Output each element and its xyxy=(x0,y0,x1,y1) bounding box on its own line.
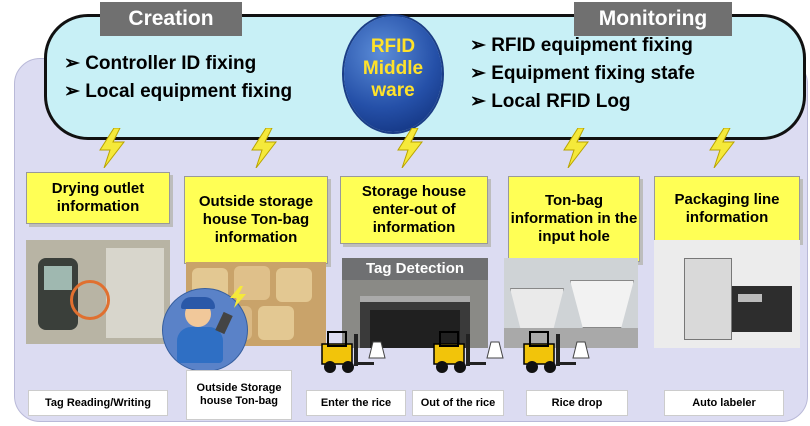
creation-item: ➢ Controller ID fixing xyxy=(64,53,257,74)
creation-tab: Creation xyxy=(100,2,242,36)
monitoring-item: ➢ Equipment fixing stafe xyxy=(470,63,695,84)
signal-spark-icon xyxy=(230,286,246,308)
caption-enter-rice: Enter the rice xyxy=(306,390,406,416)
caption-auto-labeler: Auto labeler xyxy=(664,390,784,416)
drying-outlet-info-box: Drying outlet information xyxy=(26,172,170,224)
monitoring-item: ➢ RFID equipment fixing xyxy=(470,35,693,56)
forklift-icon xyxy=(433,331,486,373)
caption-tag-reading: Tag Reading/Writing xyxy=(28,390,168,416)
globe-line-rfid: RFID xyxy=(370,36,416,57)
globe-line-middle: Middle xyxy=(362,58,424,79)
globe-line-ware: ware xyxy=(371,80,415,101)
rfid-middleware-globe: RFID Middle ware xyxy=(344,16,442,132)
lightning-icon xyxy=(563,128,590,168)
lightning-icon xyxy=(99,128,126,168)
rice-bag-icon xyxy=(572,341,590,359)
forklift-icon xyxy=(321,331,374,373)
monitoring-tab: Monitoring xyxy=(574,2,732,36)
lightning-icon xyxy=(251,128,278,168)
worker-avatar xyxy=(162,288,248,372)
forklift-icon xyxy=(523,331,576,373)
caption-outside-storage: Outside Storage house Ton-bag xyxy=(186,370,292,420)
rice-bag-icon xyxy=(368,341,386,359)
input-hole-info-box: Ton-bag information in the input hole xyxy=(508,176,640,262)
reader-photo xyxy=(26,240,170,344)
storage-house-photo xyxy=(342,258,488,348)
creation-item: ➢ Local equipment fixing xyxy=(64,81,293,102)
lightning-icon xyxy=(397,128,424,168)
tag-detection-label: Tag Detection xyxy=(365,260,465,277)
outside-storage-info-box: Outside storage house Ton-bag informatio… xyxy=(184,176,328,264)
caption-rice-drop: Rice drop xyxy=(526,390,628,416)
rice-bag-icon xyxy=(486,341,504,359)
monitoring-item: ➢ Local RFID Log xyxy=(470,91,631,112)
labeler-photo xyxy=(654,240,800,348)
storage-enter-out-info-box: Storage house enter-out of information xyxy=(340,176,488,244)
lightning-icon xyxy=(709,128,736,168)
caption-out-rice: Out of the rice xyxy=(412,390,504,416)
packaging-line-info-box: Packaging line information xyxy=(654,176,800,242)
